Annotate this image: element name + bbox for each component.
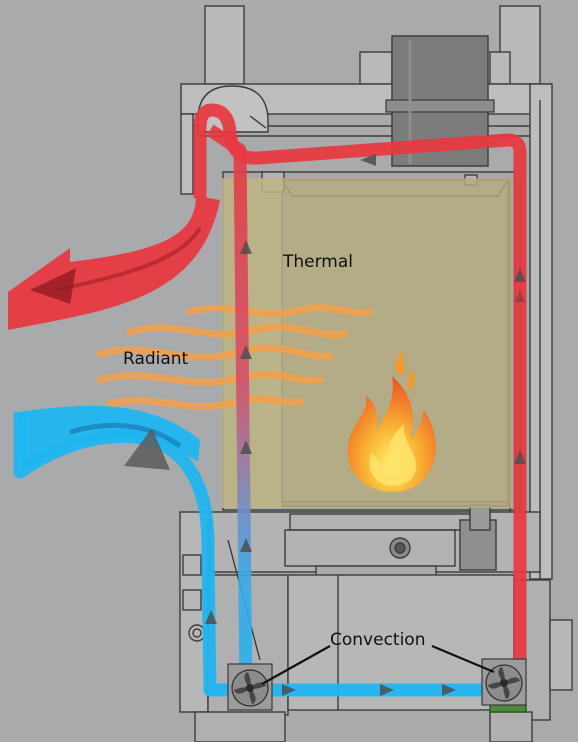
convection-label: Convection	[330, 630, 426, 650]
hot-air-flow	[8, 103, 527, 690]
convection-leader-lines	[261, 644, 495, 685]
top-blower-housing	[197, 85, 269, 133]
fan-icon	[481, 658, 527, 706]
cool-air-flow	[13, 405, 520, 697]
radiant-label: Radiant	[123, 349, 189, 369]
radiant-waves	[96, 303, 374, 411]
fan-icon	[227, 663, 273, 711]
left-heat-channel	[206, 124, 253, 691]
flow-arrow-icon	[205, 154, 526, 696]
flame-icon	[347, 350, 436, 492]
thermal-label: Thermal	[283, 252, 354, 272]
